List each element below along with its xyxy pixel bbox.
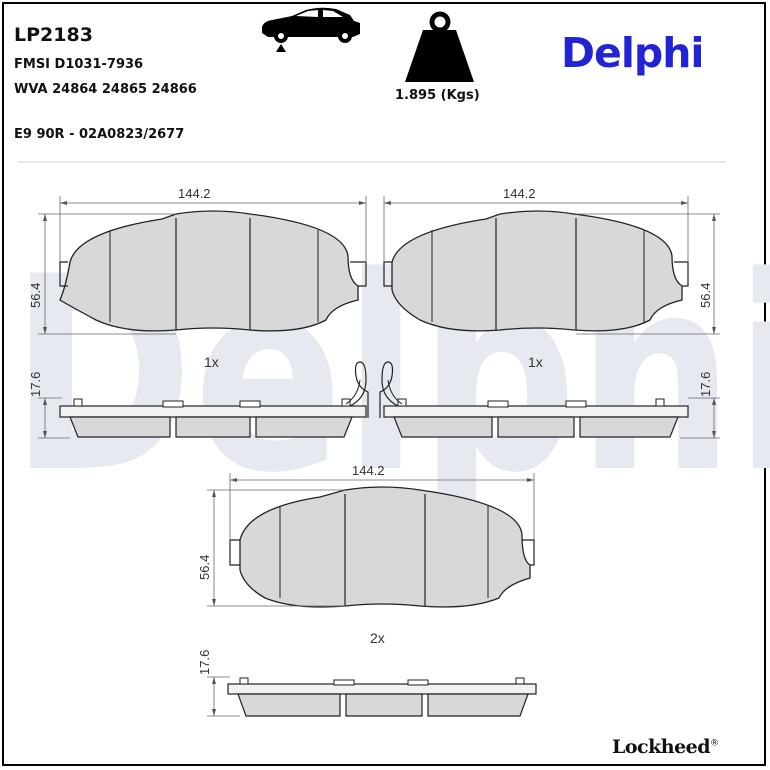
pad-bottom-qty-label: 2x <box>370 630 385 646</box>
pad-right-side-view: 17.6 <box>379 361 720 439</box>
weight-value: 1.895 (Kgs) <box>395 88 480 103</box>
pad-right-height-label: 56.4 <box>698 283 713 308</box>
pad-bottom-side-view: 17.6 <box>197 650 537 717</box>
pad-right-width-label: 144.2 <box>503 186 536 201</box>
pad-right-qty-label: 1x <box>528 354 543 370</box>
pad-bottom-width-label: 144.2 <box>352 463 385 478</box>
delphi-logo: Delphi <box>561 29 704 77</box>
pad-bottom-outline <box>239 486 531 608</box>
pad-right-thickness-label: 17.6 <box>698 372 713 397</box>
pad-left-width-label: 144.2 <box>178 186 211 201</box>
pad-left-side-view: 17.6 <box>28 361 369 439</box>
fmsi-code: FMSI D1031-7936 <box>14 57 144 72</box>
lockheed-logo: Lockheed® <box>612 736 719 758</box>
wva-codes: WVA 24864 24865 24866 <box>14 82 197 97</box>
pad-left-view: 144.2 56.4 1x <box>28 186 367 370</box>
weight-icon <box>405 11 474 82</box>
pad-left-height-label: 56.4 <box>28 283 43 308</box>
ece-approval: E9 90R - 02A0823/2677 <box>14 127 185 142</box>
pad-left-thickness-label: 17.6 <box>28 372 43 397</box>
lockheed-text: Lockheed <box>612 736 711 758</box>
pad-left-outline <box>59 210 359 332</box>
car-front-axle-icon <box>262 7 360 52</box>
pad-bottom-thickness-label: 17.6 <box>197 650 212 675</box>
pad-left-qty-label: 1x <box>204 354 219 370</box>
part-number: LP2183 <box>14 24 93 46</box>
pad-bottom-view: 144.2 56.4 2x <box>197 463 535 646</box>
pad-right-outline <box>391 210 683 332</box>
pad-bottom-height-label: 56.4 <box>197 555 212 580</box>
pad-right-view: 144.2 56.4 1x <box>383 186 720 370</box>
registered-mark: ® <box>710 738 719 749</box>
